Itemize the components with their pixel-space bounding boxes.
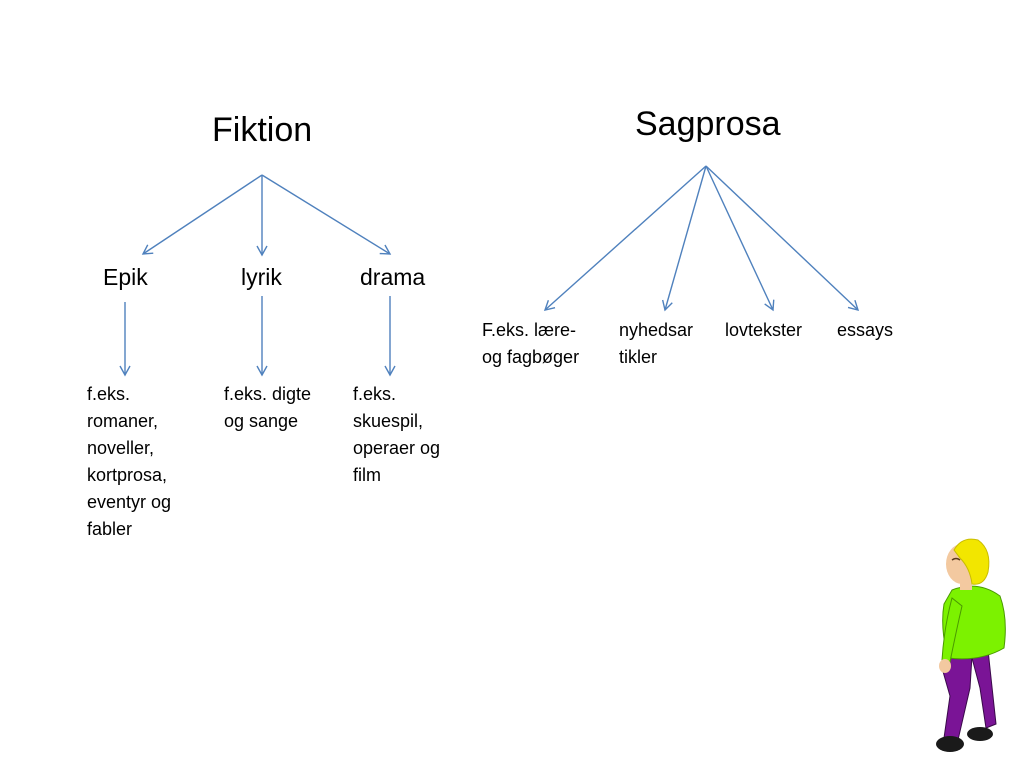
arrow-sag-fagboger	[543, 165, 707, 311]
sagprosa-title: Sagprosa	[635, 105, 781, 143]
genre-epik: Epik	[103, 264, 148, 290]
example-epik: f.eks. romaner, noveller, kortprosa, eve…	[87, 384, 172, 539]
sag-item-nyhedsartikler: nyhedsar tikler	[619, 320, 694, 367]
example-lyrik: f.eks. digte og sange	[224, 384, 312, 431]
arrow-sag-nyhedsartikler	[661, 165, 707, 312]
sag-item-lovtekster: lovtekster	[725, 320, 803, 340]
arrow-fiktion-drama	[261, 174, 392, 255]
arrow-sag-lovtekster	[705, 165, 775, 312]
example-drama: f.eks. skuespil, operaer og film	[353, 384, 441, 485]
arrow-fiktion-epik	[141, 174, 263, 255]
genre-drama: drama	[360, 264, 426, 290]
person-illustration	[936, 538, 1006, 752]
arrow-sag-essays	[705, 165, 860, 311]
sag-item-fagboger: F.eks. lære- og fagbøger	[482, 320, 580, 367]
genre-lyrik: lyrik	[241, 264, 282, 290]
sag-item-essays: essays	[837, 320, 894, 340]
fiktion-title: Fiktion	[212, 111, 313, 149]
